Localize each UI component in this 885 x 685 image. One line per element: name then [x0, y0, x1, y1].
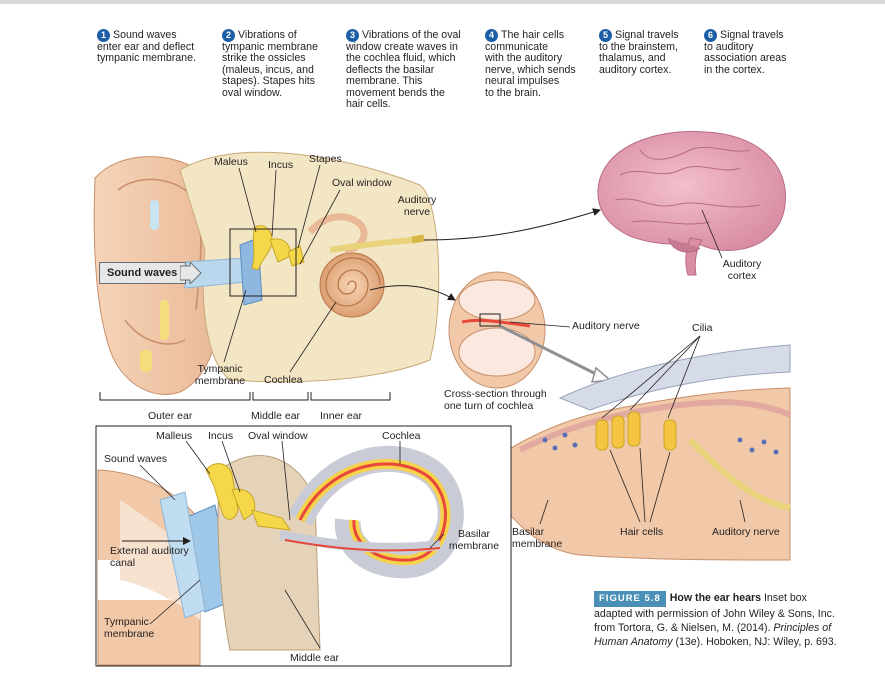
label-basilar-membrane-right: Basilar membrane — [512, 526, 563, 550]
organ-of-corti — [479, 344, 792, 561]
step-2-badge: 2 — [222, 29, 235, 42]
label-outer-ear: Outer ear — [148, 410, 193, 422]
caption-text-2: (13e). Hoboken, NJ: Wiley, p. 693. — [675, 636, 837, 648]
label-malleus-inset: Malleus — [156, 430, 193, 442]
label-cochlea-inset: Cochlea — [382, 430, 421, 442]
inset-illustration — [97, 445, 464, 666]
label-middle-ear: Middle ear — [251, 410, 301, 422]
malleus-leader — [238, 167, 257, 233]
sound-waves-inset-leader — [139, 464, 176, 501]
label-tympanic-membrane: Tympanic membrane — [194, 363, 246, 387]
step-5-text: Signal travels to the brainstem, thalamu… — [599, 29, 679, 76]
top-bar — [0, 0, 885, 4]
label-oval-window-inset: Oval window — [248, 430, 308, 442]
label-sound-waves-inset: Sound waves — [104, 453, 168, 465]
basilar-inset-leader — [429, 533, 445, 549]
label-incus-inset: Incus — [208, 430, 234, 442]
stapes-leader — [297, 164, 321, 249]
ossicles-main — [251, 225, 305, 271]
zoom-arrow — [499, 324, 601, 378]
cochlea-to-section-arrow — [369, 285, 456, 301]
step-6-text: Signal travels to auditory association a… — [704, 29, 787, 76]
figure-title: How the ear hears — [669, 592, 762, 604]
label-hair-cells: Hair cells — [620, 526, 664, 538]
hair-cell-leader-2 — [639, 447, 646, 523]
ear-canal-and-bone — [179, 151, 440, 383]
cilia-leader-2 — [629, 335, 701, 411]
figure-number-badge: FIGURE 5.8 — [594, 591, 666, 607]
cilia-leader-3 — [667, 335, 701, 419]
step-2-text: Vibrations of tympanic membrane strike t… — [222, 29, 318, 99]
nerve-to-brain-arrow — [423, 208, 601, 241]
caption-text-1: Inset box adapted with permission of Joh… — [594, 592, 835, 634]
label-auditory-nerve-mid: Auditory nerve — [572, 320, 640, 332]
tympanic-inset-leader — [149, 579, 201, 625]
label-inner-ear: Inner ear — [320, 410, 363, 422]
label-middle-ear-inset: Middle ear — [290, 652, 340, 664]
auditory-cortex-leader — [701, 209, 723, 259]
hair-cell-leader-3 — [649, 451, 671, 523]
incus-inset-leader — [221, 440, 241, 493]
cilia-leader-1 — [601, 335, 701, 419]
step-1-text: Sound waves enter ear and deflect tympan… — [97, 29, 196, 65]
brain-illustration — [597, 131, 786, 276]
label-malleus: Maleus — [214, 156, 248, 168]
label-auditory-nerve-top: Auditory nerve — [397, 194, 437, 218]
caption-book-title: Principles of Human Anatomy — [594, 622, 832, 648]
hair-cell-leader-1 — [609, 449, 641, 523]
label-auditory-cortex: Auditory cortex — [722, 258, 762, 282]
ear-region-brackets — [99, 392, 391, 401]
incus-leader — [271, 169, 277, 237]
label-cilia: Cilia — [692, 322, 713, 334]
label-auditory-nerve-right: Auditory nerve — [712, 526, 780, 538]
step-3-text: Vibrations of the oval window create wav… — [346, 29, 461, 111]
label-stapes: Stapes — [309, 153, 342, 165]
basilar-right-leader — [539, 499, 549, 525]
cochlea-cross-section — [448, 271, 546, 389]
step-4-badge: 4 — [485, 29, 498, 42]
step-6-badge: 6 — [704, 29, 717, 42]
step-3-badge: 3 — [346, 29, 359, 42]
label-cochlea: Cochlea — [264, 374, 303, 386]
middle-ear-inset-leader — [284, 589, 321, 649]
label-external-auditory-canal: External auditory canal — [110, 545, 189, 569]
oval-window-inset-leader — [281, 440, 291, 521]
auditory-nerve-main — [329, 234, 425, 253]
cochlea-leader — [289, 301, 337, 373]
step-4-text: The hair cells communicate with the audi… — [485, 29, 576, 99]
sound-waves-arrow-icon — [180, 262, 202, 284]
malleus-inset-leader — [185, 440, 211, 475]
oval-window-leader — [299, 189, 341, 265]
label-cross-section: Cross-section through one turn of cochle… — [444, 388, 547, 412]
auditory-nerve-right-leader — [739, 499, 746, 523]
sound-waves-box: Sound waves — [99, 262, 187, 284]
inset-locator-box — [229, 228, 297, 297]
tympanic-leader — [223, 289, 247, 363]
label-tympanic-membrane-inset: Tympanic membrane — [104, 616, 155, 640]
label-oval-window: Oval window — [332, 177, 392, 189]
step-5-badge: 5 — [599, 29, 612, 42]
step-1-badge: 1 — [97, 29, 110, 42]
auditory-nerve-mid-leader — [509, 321, 571, 328]
label-basilar-membrane-inset: Basilar membrane — [448, 528, 500, 552]
label-incus: Incus — [268, 159, 294, 171]
